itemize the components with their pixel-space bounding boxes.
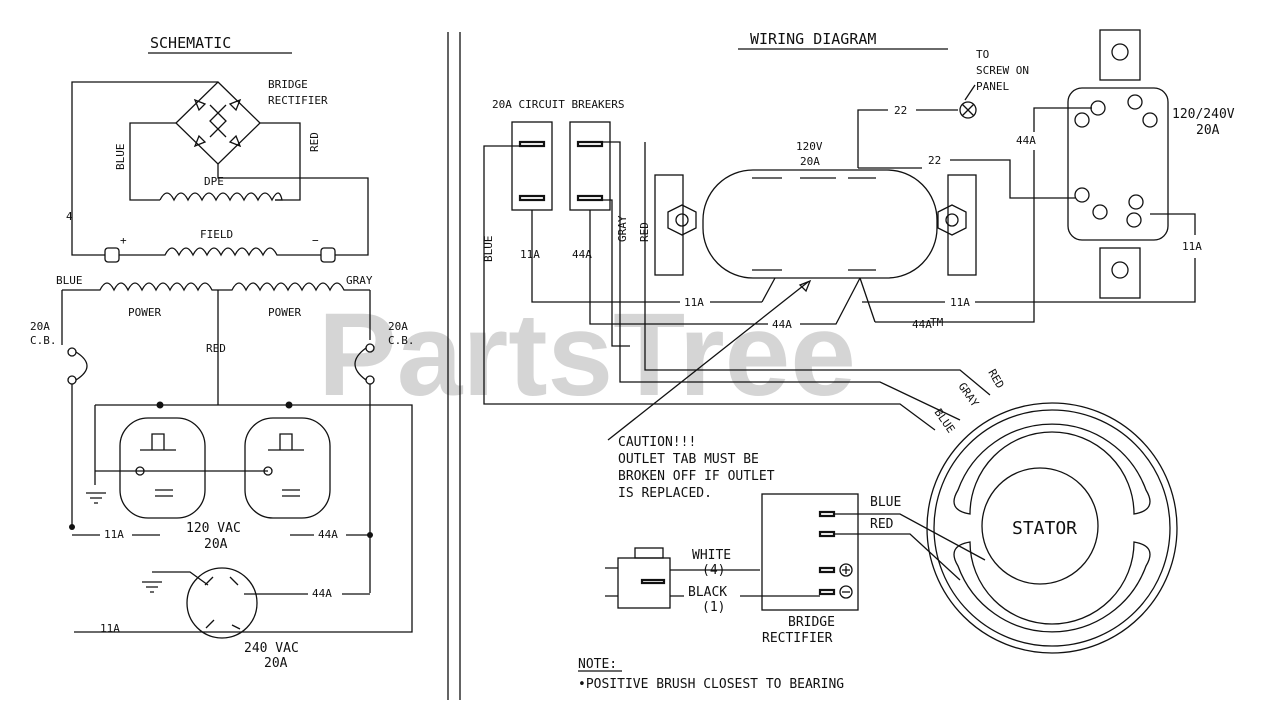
breakers-label: 20A CIRCUIT BREAKERS <box>492 98 624 111</box>
outlet-120v-left <box>119 417 206 519</box>
wire-11a-label: 11A <box>1182 240 1202 253</box>
outlet-120v-right <box>244 417 331 519</box>
wiring-title: WIRING DIAGRAM <box>750 30 876 48</box>
vac240-label: 240 VAC <box>244 641 299 656</box>
schematic-section: SCHEMATIC BRIDGE RECTIFIER BLUE RED DPE … <box>30 34 415 671</box>
cb-11a-label: 11A <box>520 248 540 261</box>
cb-left-label: C.B. <box>30 334 57 347</box>
wire-44a-label: 44A <box>772 318 792 331</box>
dpe-coil <box>159 192 283 202</box>
four-label: 4 <box>66 210 73 223</box>
note-body: •POSITIVE BRUSH CLOSEST TO BEARING <box>578 677 844 692</box>
outlet-120v-duplex <box>654 169 977 279</box>
wire-11a-label: 11A <box>104 528 124 541</box>
to-screw-label: PANEL <box>976 80 1009 93</box>
outlet120-label: 20A <box>800 155 820 168</box>
power-left-label: POWER <box>128 306 161 319</box>
wire-44a-label: 44A <box>912 318 932 331</box>
red-center-label: RED <box>206 342 226 355</box>
bridge-rectifier-label: RECTIFIER <box>268 94 328 107</box>
power-right-label: POWER <box>268 306 301 319</box>
cb-left-label: 20A <box>30 320 50 333</box>
wire-11a-label: 11A <box>684 296 704 309</box>
vac120-label: 120 VAC <box>186 521 241 536</box>
screw-terminal <box>959 101 977 119</box>
bridge-rectifier-label: BRIDGE <box>268 78 308 91</box>
to-screw-label: SCREW ON <box>976 64 1029 77</box>
outlet240-label: 20A <box>1196 123 1220 138</box>
outlet-240v <box>186 567 258 639</box>
vac120-label: 20A <box>204 537 228 552</box>
schematic-title: SCHEMATIC <box>150 34 231 52</box>
white-wire-label: WHITE <box>692 548 731 563</box>
wire-44a-label: 44A <box>1016 134 1036 147</box>
outlet-240v-panel <box>1067 29 1169 299</box>
caution-text: IS REPLACED. <box>618 486 712 501</box>
minus-label: − <box>312 234 319 247</box>
field-coil <box>119 247 321 257</box>
watermark-logo: PartsTree <box>318 289 856 421</box>
stator-symbol <box>926 402 1178 654</box>
blue-vert-label: BLUE <box>482 236 495 263</box>
cb-right-label: C.B. <box>388 334 415 347</box>
section-divider <box>447 32 461 700</box>
bridge-rectifier-box <box>761 493 859 611</box>
white-wire-label: (4) <box>702 563 725 578</box>
dpe-label: DPE <box>204 175 224 188</box>
circuit-breaker-11a <box>511 121 553 211</box>
gray-vert-label: GRAY <box>616 215 629 242</box>
wire-22-label: 22 <box>894 104 907 117</box>
bridge-rectifier-label: BRIDGE <box>788 615 835 630</box>
plus-label: + <box>120 234 127 247</box>
rect-red-label: RED <box>870 517 894 532</box>
black-wire-label: BLACK <box>688 585 727 600</box>
blue-power-label: BLUE <box>56 274 83 287</box>
stator-label: STATOR <box>1012 518 1077 539</box>
caution-title: CAUTION!!! <box>618 435 696 450</box>
bridge-rectifier-symbol <box>175 81 261 165</box>
outlet120-label: 120V <box>796 140 823 153</box>
field-label: FIELD <box>200 228 233 241</box>
note-title: NOTE: <box>578 657 617 672</box>
wire-11a-label: 11A <box>100 622 120 635</box>
blue-wire-label: BLUE <box>114 144 127 171</box>
stator-blue-label: BLUE <box>932 406 958 435</box>
wire-44a-label: 44A <box>312 587 332 600</box>
caution-text: BROKEN OFF IF OUTLET <box>618 469 775 484</box>
circuit-breaker-44a <box>569 121 611 211</box>
vac240-label: 20A <box>264 656 288 671</box>
wire-44a-label: 44A <box>318 528 338 541</box>
cb-44a-label: 44A <box>572 248 592 261</box>
black-wire-label: (1) <box>702 600 725 615</box>
wire-22-label: 22 <box>928 154 941 167</box>
cb-right-label: 20A <box>388 320 408 333</box>
bridge-rectifier-label: RECTIFIER <box>762 631 833 646</box>
to-screw-label: TO <box>976 48 989 61</box>
gray-power-label: GRAY <box>346 274 373 287</box>
red-wire-label: RED <box>308 132 321 152</box>
rect-blue-label: BLUE <box>870 495 901 510</box>
brush-holder <box>605 547 671 609</box>
caution-text: OUTLET TAB MUST BE <box>618 452 759 467</box>
power-winding-left <box>62 282 218 292</box>
wire-11a-label: 11A <box>950 296 970 309</box>
stator-red-label: RED <box>985 367 1006 391</box>
power-winding-right <box>218 282 370 292</box>
outlet240-label: 120/240V <box>1172 107 1235 122</box>
